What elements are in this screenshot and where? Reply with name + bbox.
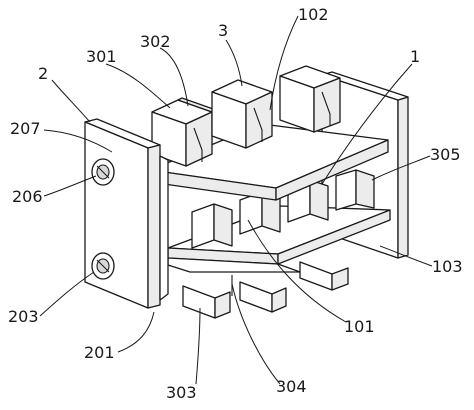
left-end-plate [84, 118, 169, 309]
label-303: 303 [166, 383, 197, 402]
upper-plate-right [279, 65, 341, 133]
label-201: 201 [84, 343, 115, 362]
callout-labels: 2 207 206 203 201 301 302 3 102 1 305 10… [8, 5, 463, 402]
label-206: 206 [12, 187, 43, 206]
leader-lines [39, 15, 433, 385]
label-101: 101 [344, 317, 375, 336]
upper-board [149, 123, 389, 201]
upper-plate-middle [211, 79, 273, 149]
label-305: 305 [430, 145, 461, 164]
label-301: 301 [86, 47, 117, 66]
label-102: 102 [298, 5, 329, 24]
label-304: 304 [276, 377, 307, 396]
label-2: 2 [38, 64, 48, 83]
label-103: 103 [432, 257, 463, 276]
label-302: 302 [140, 32, 171, 51]
label-1: 1 [410, 47, 420, 66]
lower-tabs [182, 261, 349, 319]
label-203: 203 [8, 307, 39, 326]
label-207: 207 [10, 119, 41, 138]
upper-plate-left [151, 97, 217, 167]
upper-bolt [91, 158, 115, 186]
lower-bolt [91, 252, 115, 280]
label-3: 3 [218, 21, 228, 40]
